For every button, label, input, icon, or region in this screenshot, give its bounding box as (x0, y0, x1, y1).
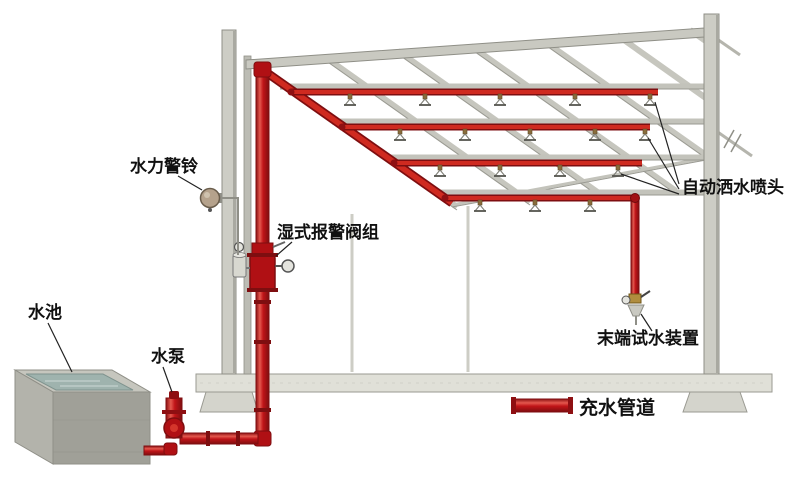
pipe-flange (206, 431, 210, 446)
end-test-device (621, 290, 651, 325)
left-column (221, 29, 237, 375)
suction-elbow (163, 442, 178, 456)
pipe-flange (236, 431, 240, 446)
retard-chamber (232, 254, 247, 278)
label-sprinklers: 自动洒水喷头 (682, 177, 784, 198)
discharge-pipe (179, 432, 259, 445)
water-tank (13, 369, 152, 465)
sprinkler-head (523, 128, 537, 141)
legend-pipe-sample (513, 398, 571, 413)
sprinkler-head (458, 128, 472, 141)
label-end-test-device: 末端试水装置 (597, 328, 699, 349)
pointer-line (177, 175, 203, 191)
right-column (703, 13, 720, 375)
riser-top-elbow (253, 61, 272, 78)
pressure-gauge (281, 259, 295, 273)
sprinkler-head (493, 164, 507, 177)
alarm-valve-body (249, 254, 276, 292)
sprinkler-head (583, 199, 597, 212)
label-legend-pipe: 充水管道 (579, 396, 655, 419)
pointer-line (162, 366, 173, 393)
interior-wall-lines (350, 206, 470, 372)
sprinkler-head (343, 93, 357, 106)
valve-lever (272, 241, 286, 248)
sprinkler-head (638, 128, 652, 141)
pump-cap (169, 391, 179, 399)
pointer-line (620, 173, 680, 195)
branch-pipes (287, 88, 658, 202)
sprinkler-head (568, 93, 582, 106)
alarm-bell-assembly (199, 187, 239, 255)
legend: 充水管道 (511, 396, 655, 419)
sprinkler-head (393, 128, 407, 141)
pointer-line (647, 137, 680, 190)
back-column (243, 55, 252, 375)
right-column-footing (682, 391, 748, 413)
pointer-line (654, 101, 680, 185)
sprinkler-head (643, 93, 657, 106)
pointer-line (47, 322, 73, 373)
sprinkler-head (528, 199, 542, 212)
sprinkler-head (418, 93, 432, 106)
pointer-line (275, 241, 293, 257)
label-tank: 水池 (28, 302, 62, 323)
pump-flange (162, 410, 186, 414)
sprinkler-head (493, 93, 507, 106)
label-alarm-bell: 水力警铃 (130, 156, 198, 177)
sprinkler-head (433, 164, 447, 177)
tank-front-face (52, 391, 151, 465)
test-drop-pipe (630, 193, 640, 295)
label-pump: 水泵 (151, 346, 185, 367)
label-wet-alarm-valve: 湿式报警阀组 (277, 222, 379, 243)
pointer-line (640, 313, 653, 332)
left-column-footing (199, 391, 259, 413)
wet-alarm-valve-assembly (232, 241, 295, 292)
fire-pump (162, 391, 186, 439)
floor-slab (195, 373, 773, 393)
water-motor-bell (199, 187, 221, 209)
